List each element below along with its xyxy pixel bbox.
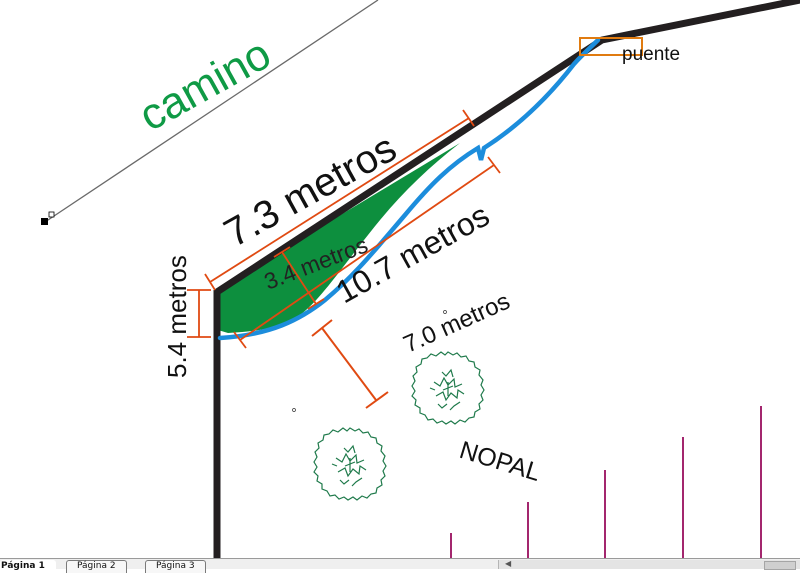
- tab-page-2[interactable]: Página 2: [66, 560, 127, 573]
- road-line: [44, 0, 379, 223]
- site-diagram: camino puente 7.3 metros 3.4 metros 10.7…: [41, 0, 800, 558]
- marker-dot: [292, 408, 296, 412]
- planting-stakes: [450, 406, 762, 558]
- tab-page-1[interactable]: Página 1: [0, 560, 56, 573]
- page-tabs-bar: Página 1 Página 2 Página 3 ◀: [0, 558, 800, 573]
- scrollbar-thumb[interactable]: [764, 561, 796, 570]
- dimension-lower: [311, 319, 389, 409]
- dimension-left: [187, 289, 211, 338]
- dimension-left-label: 5.4 metros: [162, 255, 192, 378]
- river-line: [217, 37, 601, 341]
- dimension-long: [233, 156, 501, 349]
- vegetation-area: [216, 143, 460, 333]
- shrub-icon: [313, 427, 387, 501]
- tab-page-3[interactable]: Página 3: [145, 560, 206, 573]
- road-label: camino: [131, 29, 279, 141]
- property-boundary: [213, 0, 800, 558]
- selection-handle[interactable]: [48, 211, 55, 218]
- dimension-middle: [273, 246, 325, 310]
- dimension-lower-label: 7.0 metros: [399, 288, 514, 359]
- scroll-left-arrow-icon[interactable]: ◀: [505, 559, 512, 568]
- crop-label: NOPAL: [456, 436, 544, 487]
- bridge-label: puente: [622, 44, 680, 65]
- selection-handle[interactable]: [41, 218, 48, 225]
- bridge-marker[interactable]: [579, 37, 643, 56]
- marker-dot: [443, 310, 447, 314]
- dimension-top: [204, 109, 475, 291]
- shrub-icon: [411, 351, 485, 425]
